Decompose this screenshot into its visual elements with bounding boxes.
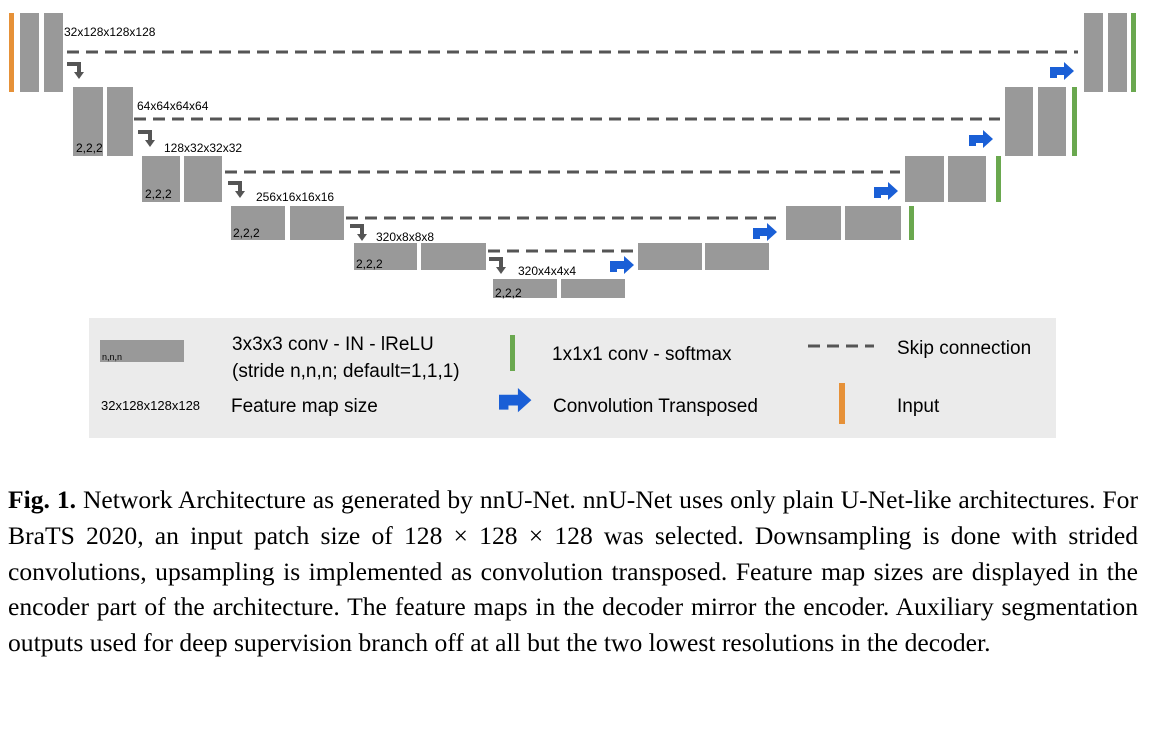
stride-label: 2,2,2 xyxy=(145,187,172,201)
bottleneck-block xyxy=(493,279,557,298)
downsample-arrow-icon xyxy=(226,181,247,200)
encoder-block xyxy=(142,156,180,202)
decoder-block xyxy=(905,156,944,202)
decoder-block xyxy=(638,243,702,270)
legend-input-bar xyxy=(839,383,845,424)
feature-size-label: 32x128x128x128 xyxy=(64,25,156,39)
encoder-block xyxy=(107,87,133,156)
encoder-block xyxy=(184,156,222,202)
figure-caption: Fig. 1. Network Architecture as generate… xyxy=(8,482,1138,661)
legend-softmax-label: 1x1x1 conv - softmax xyxy=(552,344,732,365)
decoder-block xyxy=(1108,13,1127,92)
legend-background xyxy=(89,318,1056,438)
encoder-block xyxy=(231,206,285,240)
encoder-block xyxy=(290,206,344,240)
feature-size-label: 320x4x4x4 xyxy=(518,264,576,278)
legend-size-example: 32x128x128x128 xyxy=(101,398,200,413)
feature-size-label: 256x16x16x16 xyxy=(256,190,334,204)
feature-size-label: 64x64x64x64 xyxy=(137,99,209,113)
encoder-block xyxy=(44,13,63,92)
upsample-arrow-icon xyxy=(874,182,898,200)
legend-size-label: Feature map size xyxy=(231,396,378,417)
skip-connections xyxy=(67,50,1078,253)
bottleneck-block xyxy=(561,279,625,298)
downsample-arrow-icon xyxy=(65,62,86,81)
input-bar xyxy=(9,13,14,92)
legend-block-stride: n,n,n xyxy=(102,352,122,362)
upsample-arrow-icon xyxy=(1050,62,1074,80)
unet-architecture-diagram: 32x128x128x128 64x64x64x64 128x32x32x32 … xyxy=(9,13,1136,438)
legend-softmax-bar xyxy=(510,335,515,371)
encoder-block xyxy=(354,243,417,270)
legend: n,n,n 3x3x3 conv - IN - lReLU (stride n,… xyxy=(89,318,1056,438)
encoder-block xyxy=(20,13,39,92)
caption-text: Network Architecture as generated by nnU… xyxy=(8,485,1138,658)
decoder-block xyxy=(705,243,769,270)
upsample-arrow-icon xyxy=(969,130,993,148)
caption-label: Fig. 1. xyxy=(8,485,77,514)
downsample-arrow-icon xyxy=(348,224,369,243)
encoder-blocks xyxy=(20,13,625,298)
legend-conv-line2: (stride n,n,n; default=1,1,1) xyxy=(232,361,460,382)
stride-label: 2,2,2 xyxy=(495,286,522,300)
softmax-outputs xyxy=(909,13,1136,240)
decoder-blocks xyxy=(638,13,1127,270)
legend-conv-block xyxy=(100,340,184,362)
softmax-output-bar xyxy=(1072,87,1077,156)
downsample-arrow-icon xyxy=(136,130,157,149)
stride-label: 2,2,2 xyxy=(356,257,383,271)
feature-size-label: 320x8x8x8 xyxy=(376,230,434,244)
decoder-block xyxy=(786,206,841,240)
softmax-output-bar xyxy=(996,156,1001,202)
encoder-block xyxy=(421,243,486,270)
legend-transposed-label: Convolution Transposed xyxy=(553,396,758,417)
decoder-block xyxy=(1005,87,1033,156)
legend-input-label: Input xyxy=(897,396,940,417)
downsample-arrow-icon xyxy=(487,257,508,276)
softmax-output-bar xyxy=(1131,13,1136,92)
decoder-block xyxy=(1038,87,1066,156)
decoder-block xyxy=(845,206,901,240)
softmax-output-bar xyxy=(909,206,914,240)
legend-conv-line1: 3x3x3 conv - IN - lReLU xyxy=(232,334,434,355)
decoder-block xyxy=(1084,13,1103,92)
decoder-block xyxy=(948,156,986,202)
stride-label: 2,2,2 xyxy=(233,226,260,240)
stride-label: 2,2,2 xyxy=(76,141,103,155)
feature-size-label: 128x32x32x32 xyxy=(164,141,242,155)
upsample-arrow-icon xyxy=(753,223,777,241)
legend-skip-label: Skip connection xyxy=(897,338,1031,359)
encoder-block xyxy=(73,87,103,156)
upsample-arrow-icon xyxy=(610,256,634,274)
